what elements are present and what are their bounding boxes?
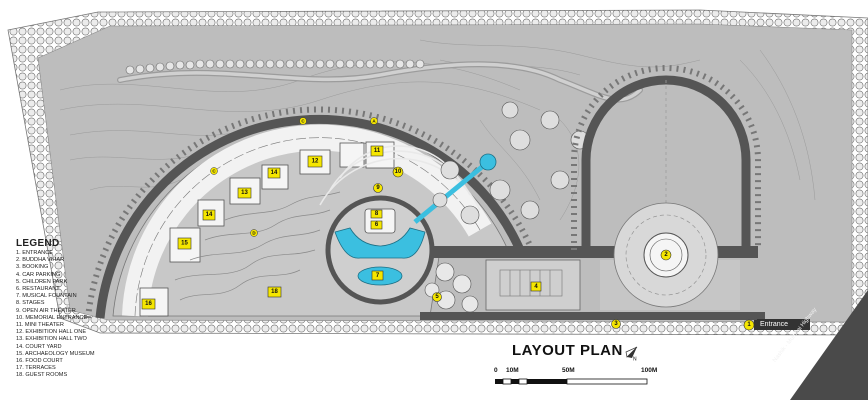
legend-item: 12. EXHIBITION HALL ONE: [16, 329, 87, 336]
legend-item: 3. BOOKING: [16, 264, 49, 271]
marker-4: 4: [530, 281, 542, 292]
legend-item: 9. OPEN AIR THEATER: [16, 307, 76, 314]
svg-text:C: C: [212, 169, 216, 174]
svg-text:11: 11: [374, 148, 381, 154]
legend-list: 1. ENTRANCE 2. BUDDHA VIHAR 3. BOOKING 4…: [16, 250, 146, 380]
scale-label-10: 10M: [506, 367, 519, 374]
water-channel: [413, 160, 490, 224]
entrance-label: Entrance: [757, 319, 810, 330]
stage-water: [334, 227, 426, 259]
svg-text:15: 15: [181, 241, 188, 247]
marker-A1: A: [370, 117, 378, 125]
legend-item: 16. FOOD COURT: [16, 358, 63, 365]
svg-text:14: 14: [206, 212, 213, 218]
svg-text:A: A: [372, 119, 376, 124]
svg-text:13: 13: [241, 190, 248, 196]
tree-row-top: [125, 59, 425, 75]
marker-10: 10: [392, 166, 404, 178]
marker-C1: C: [299, 117, 307, 125]
north-arrow-icon: N: [625, 346, 638, 362]
legend-title: LEGEND: [16, 238, 60, 249]
children-park-trees: [424, 262, 479, 313]
scale-label-50: 50M: [562, 367, 575, 374]
marker-6: 6: [370, 220, 383, 230]
marker-3: 3: [611, 319, 621, 329]
scale-graphic: [495, 378, 648, 385]
legend-item: 4. CAR PARKING: [16, 271, 61, 278]
park-trees: [432, 101, 590, 225]
legend: LEGEND 1. ENTRANCE 2. BUDDHA VIHAR 3. BO…: [16, 238, 146, 380]
marker-C2: C: [210, 167, 218, 175]
legend-item: 5. CHILDREN PARK: [16, 278, 68, 285]
svg-text:9: 9: [376, 185, 380, 191]
legend-item: 6. RESTAURANT: [16, 286, 60, 293]
marker-12: 12: [307, 155, 323, 168]
svg-text:12: 12: [312, 159, 319, 165]
svg-text:D: D: [252, 231, 256, 236]
scale-bar: 0 10M 50M 100M: [492, 367, 672, 392]
svg-text:16: 16: [145, 301, 152, 307]
svg-text:1: 1: [747, 322, 751, 328]
plan-title: LAYOUT PLAN: [512, 342, 623, 359]
plan-markers: 1 2 3 4 5 6 7 8 9 10 11 12 13 14 14 15 1…: [141, 117, 755, 331]
svg-text:8: 8: [375, 211, 379, 217]
legend-item: 7. MUSICAL FOUNTAIN: [16, 293, 77, 300]
memorial-fountain: [479, 153, 497, 171]
svg-text:3: 3: [614, 321, 618, 327]
marker-9: 9: [373, 183, 383, 193]
marker-2: 2: [660, 249, 672, 261]
north-label: N: [633, 357, 637, 362]
legend-item: 17. TERRACES: [16, 365, 56, 372]
marker-D: D: [250, 229, 258, 237]
scale-label-100: 100M: [641, 367, 658, 374]
marker-18: 18: [267, 286, 282, 298]
svg-text:5: 5: [435, 294, 439, 300]
svg-text:C: C: [301, 119, 305, 124]
legend-item: 13. EXHIBITION HALL TWO: [16, 336, 87, 343]
bottom-road: [420, 312, 765, 320]
marker-14b: 14: [202, 209, 216, 221]
legend-item: 2. BUDDHA VIHAR: [16, 257, 65, 264]
svg-text:6: 6: [375, 222, 379, 228]
legend-item: 8. STAGES: [16, 300, 45, 307]
marker-15: 15: [177, 237, 192, 250]
legend-item: 10. MEMORIAL ENTRANCE: [16, 314, 88, 321]
scale-label-0: 0: [494, 367, 498, 374]
main-road: [430, 246, 600, 258]
legend-item: 14. COURT YARD: [16, 343, 62, 350]
marker-14a: 14: [267, 167, 281, 179]
marker-16: 16: [141, 298, 156, 310]
svg-text:2: 2: [664, 252, 668, 258]
svg-text:18: 18: [271, 289, 278, 295]
terraces: [174, 191, 341, 301]
legend-item: 15. ARCHAEOLOGY MUSEUM: [16, 350, 95, 357]
svg-text:7: 7: [376, 273, 380, 279]
highway: [790, 260, 868, 400]
svg-text:4: 4: [534, 284, 538, 290]
legend-item: 11. MINI THEATER: [16, 322, 64, 329]
legend-item: 1. ENTRANCE: [16, 250, 53, 256]
marker-8: 8: [370, 209, 383, 219]
marker-7: 7: [371, 270, 384, 281]
marker-13: 13: [237, 187, 252, 199]
svg-text:10: 10: [395, 169, 402, 175]
marker-1: 1: [743, 319, 755, 331]
marker-11: 11: [370, 145, 384, 157]
marker-5: 5: [432, 292, 442, 302]
svg-text:14: 14: [271, 170, 278, 176]
legend-item: 18. GUEST ROOMS: [16, 372, 68, 379]
